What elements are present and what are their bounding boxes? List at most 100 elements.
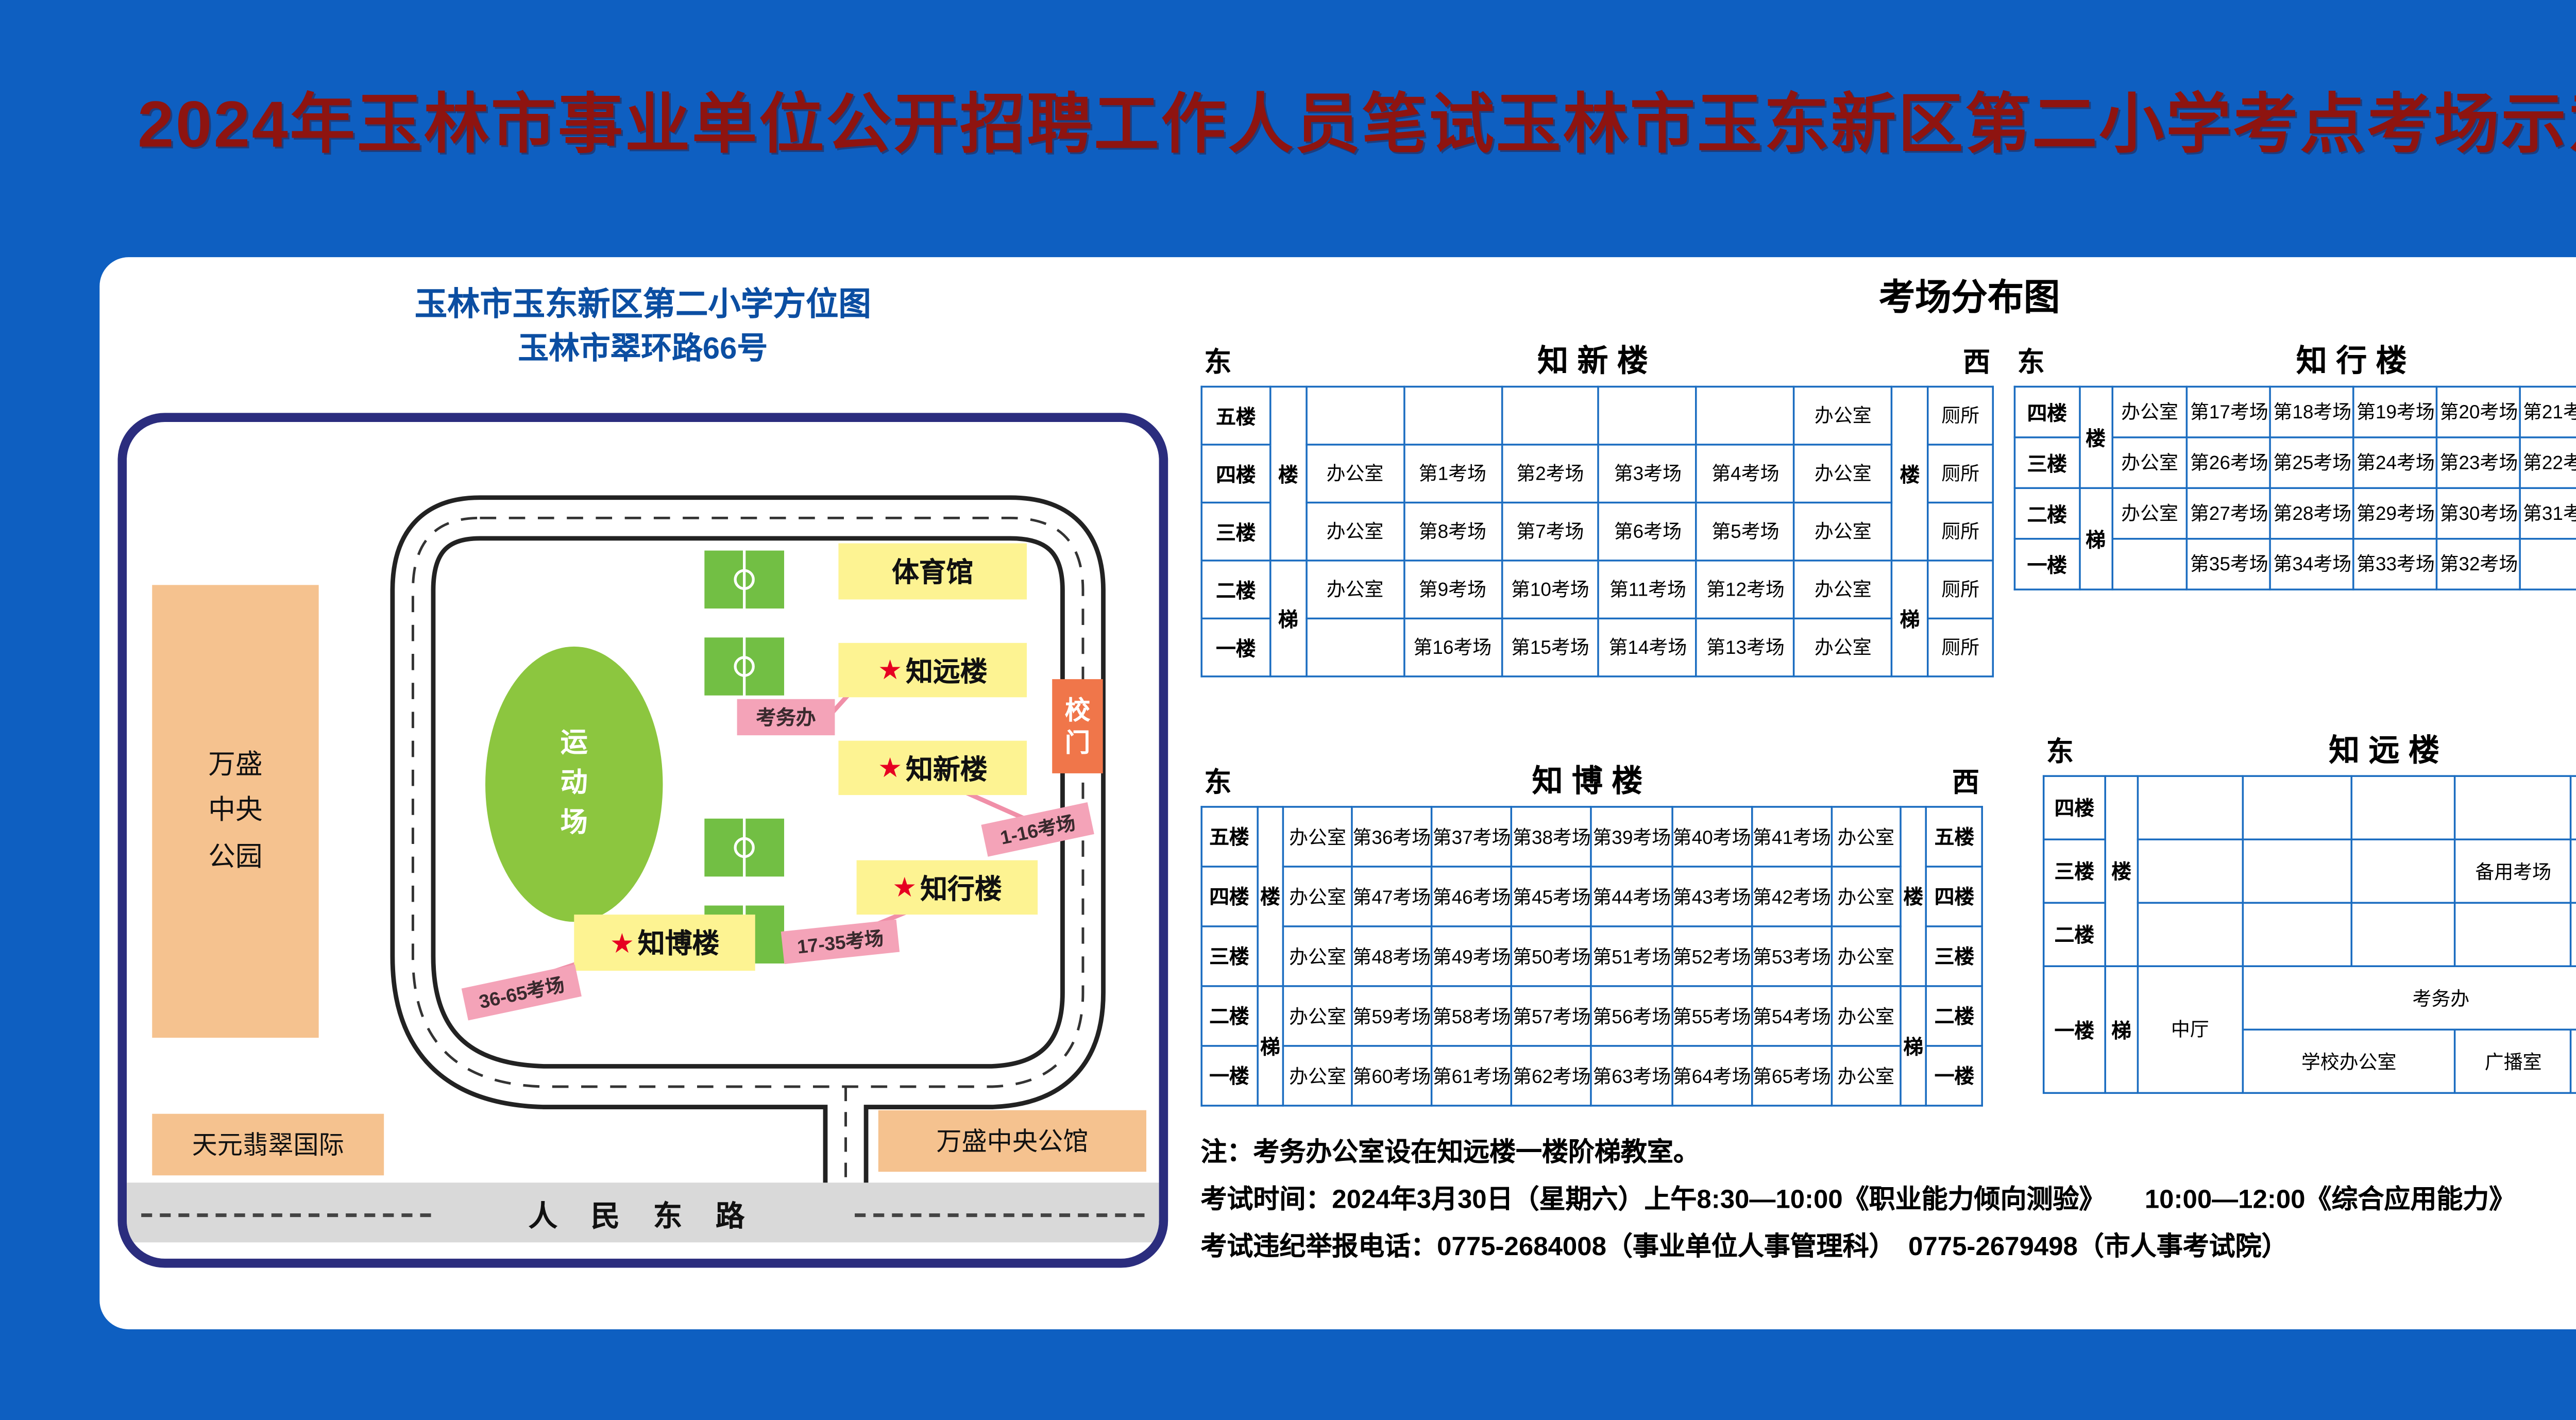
exam-room-cell: 第34考场 bbox=[2269, 537, 2355, 590]
empty-cell bbox=[2137, 902, 2244, 968]
map-building-zhibo-label: 知博楼 bbox=[638, 929, 720, 960]
exam-room-cell: 第65考场 bbox=[1751, 1045, 1833, 1107]
stair-cell: 梯 bbox=[2104, 965, 2139, 1094]
renmin-east-road: 人 民 东 路 bbox=[127, 1182, 1159, 1243]
landmark-wansheng-mansion: 万盛中央公馆 bbox=[878, 1110, 1146, 1172]
exam-room-cell: 第42考场 bbox=[1751, 866, 1833, 927]
exam-room-cell: 第17考场 bbox=[2187, 385, 2272, 438]
football-pitch-icon bbox=[701, 634, 788, 699]
exam-room-cell: 第24考场 bbox=[2353, 436, 2438, 489]
floor-label-cell: 二楼 bbox=[1200, 985, 1258, 1047]
exam-room-cell: 第51考场 bbox=[1590, 925, 1673, 987]
floor-label-cell: 二楼 bbox=[1925, 985, 1983, 1047]
stair-cell: 梯 bbox=[1256, 985, 1285, 1107]
landmark-wansheng-park: 万盛中央公园 bbox=[152, 585, 319, 1038]
floor-label-cell: 二楼 bbox=[2013, 487, 2080, 540]
exam-room-cell: 第44考场 bbox=[1590, 866, 1673, 927]
landmark-tianyuan-label: 天元翡翠国际 bbox=[192, 1130, 344, 1159]
tag-kaowuban-label: 考务办 bbox=[756, 708, 816, 730]
floor-label-cell: 一楼 bbox=[1925, 1045, 1983, 1107]
exam-room-cell: 第3考场 bbox=[1598, 444, 1698, 504]
exam-room-cell: 第41考场 bbox=[1751, 806, 1833, 868]
empty-cell bbox=[2349, 838, 2456, 904]
map-building-zhixing: ★ 知行楼 bbox=[856, 860, 1038, 915]
exam-room-cell: 第48考场 bbox=[1350, 925, 1433, 987]
exam-room-cell: 第12考场 bbox=[1696, 560, 1795, 620]
empty-cell bbox=[1598, 385, 1698, 446]
exam-room-cell: 第64考场 bbox=[1671, 1045, 1753, 1107]
exam-room-cell: 第21考场 bbox=[2519, 385, 2576, 438]
map-title-line2: 玉林市翠环路66号 bbox=[518, 331, 768, 366]
exam-room-cell: 第63考场 bbox=[1590, 1045, 1673, 1107]
exam-room-cell: 第35考场 bbox=[2187, 537, 2272, 590]
backup-exam-room-cell: 备用考场 bbox=[2454, 838, 2572, 904]
exam-room-cell: 第33考场 bbox=[2353, 537, 2438, 590]
exam-room-cell: 第26考场 bbox=[2187, 436, 2272, 489]
empty-cell bbox=[1500, 385, 1600, 446]
exam-room-cell: 第30考场 bbox=[2436, 487, 2521, 540]
empty-cell bbox=[2349, 902, 2456, 968]
notes: 注：考务办公室设在知远楼一楼阶梯教室。 考试时间：2024年3月30日（星期六）… bbox=[1200, 1130, 2576, 1271]
direction-east-label: 东 bbox=[1204, 768, 1232, 799]
floorplan-block-zhixing: 东知行楼西四楼楼办公室第17考场第18考场第19考场第20考场第21考场楼厕所三… bbox=[2013, 331, 2576, 590]
empty-cell bbox=[2137, 775, 2244, 840]
exam-room-cell: 第22考场 bbox=[2519, 436, 2576, 489]
floorplan-table-zhibo: 五楼楼办公室第36考场第37考场第38考场第39考场第40考场第41考场办公室楼… bbox=[1200, 806, 1983, 1107]
building-name-zhixing: 知行楼 bbox=[2296, 344, 2416, 379]
exam-room-cell: 第18考场 bbox=[2269, 385, 2355, 438]
floor-label-cell: 一楼 bbox=[2042, 965, 2106, 1094]
exam-room-cell: 第10考场 bbox=[1500, 560, 1600, 620]
exam-room-cell: 第4考场 bbox=[1696, 444, 1795, 504]
stair-cell: 楼 bbox=[1891, 385, 1929, 562]
exam-room-cell: 第45考场 bbox=[1511, 866, 1593, 927]
empty-cell bbox=[2454, 775, 2572, 840]
exam-room-cell: 第38考场 bbox=[1511, 806, 1593, 868]
exam-room-cell: 第20考场 bbox=[2436, 385, 2521, 438]
office-cell: 办公室 bbox=[1831, 925, 1901, 987]
hall-cell: 中厅 bbox=[2137, 965, 2244, 1094]
toilet-cell: 厕所 bbox=[1927, 444, 1994, 504]
floorplan-block-zhiyuan: 东知远楼西四楼楼楼厕所三楼备用考场厕所二楼梯厕所一楼梯中厅考务办厕所学校办公室广… bbox=[2042, 721, 2576, 1094]
stair-cell: 楼 bbox=[2104, 775, 2139, 968]
empty-cell bbox=[1696, 385, 1795, 446]
floor-label-cell: 一楼 bbox=[2013, 537, 2080, 590]
office-cell: 办公室 bbox=[1793, 560, 1893, 620]
content-panel: 玉林市玉东新区第二小学方位图 玉林市翠环路66号 bbox=[99, 257, 2576, 1330]
stair-cell: 梯 bbox=[1891, 560, 1929, 678]
exam-room-cell: 第9考场 bbox=[1402, 560, 1502, 620]
empty-cell bbox=[1402, 385, 1502, 446]
stair-cell: 楼 bbox=[1269, 385, 1308, 562]
broadcast-room-cell: 广播室 bbox=[2454, 1028, 2572, 1094]
exam-room-cell: 第54考场 bbox=[1751, 985, 1833, 1047]
office-cell: 办公室 bbox=[1793, 617, 1893, 678]
star-icon: ★ bbox=[609, 928, 635, 959]
exam-room-cell: 第53考场 bbox=[1751, 925, 1833, 987]
exam-room-cell: 第47考场 bbox=[1350, 866, 1433, 927]
office-cell: 办公室 bbox=[1282, 1045, 1353, 1107]
exam-room-cell: 第16考场 bbox=[1402, 617, 1502, 678]
direction-east-label: 东 bbox=[2017, 347, 2045, 379]
exam-room-cell: 第55考场 bbox=[1671, 985, 1753, 1047]
empty-cell bbox=[1305, 385, 1405, 446]
office-cell: 办公室 bbox=[1793, 444, 1893, 504]
page-title: 2024年玉林市事业单位公开招聘工作人员笔试玉林市玉东新区第二小学考点考场示意图 bbox=[137, 87, 2576, 161]
empty-cell bbox=[2570, 775, 2576, 840]
school-gate: 校门 bbox=[1052, 679, 1103, 773]
office-cell: 办公室 bbox=[1305, 560, 1405, 620]
floor-label-cell: 三楼 bbox=[1200, 925, 1258, 987]
map-building-gym: 体育馆 bbox=[838, 543, 1027, 600]
map-title: 玉林市玉东新区第二小学方位图 玉林市翠环路66号 bbox=[117, 282, 1168, 371]
stair-cell: 梯 bbox=[2078, 487, 2113, 590]
office-cell: 办公室 bbox=[1282, 806, 1353, 868]
toilet-cell: 厕所 bbox=[1927, 385, 1994, 446]
empty-cell bbox=[2570, 838, 2576, 904]
direction-west-label: 西 bbox=[1963, 347, 1990, 379]
office-cell: 办公室 bbox=[1305, 501, 1405, 562]
floor-label-cell: 二楼 bbox=[1200, 560, 1272, 620]
floor-label-cell: 三楼 bbox=[1925, 925, 1983, 987]
direction-east-label: 东 bbox=[2046, 737, 2074, 768]
toilet-cell: 厕所 bbox=[1927, 560, 1994, 620]
exam-room-cell: 第19考场 bbox=[2353, 385, 2438, 438]
exam-room-cell: 第2考场 bbox=[1500, 444, 1600, 504]
floorplan-header-zhiyuan: 东知远楼西 bbox=[2043, 721, 2576, 775]
